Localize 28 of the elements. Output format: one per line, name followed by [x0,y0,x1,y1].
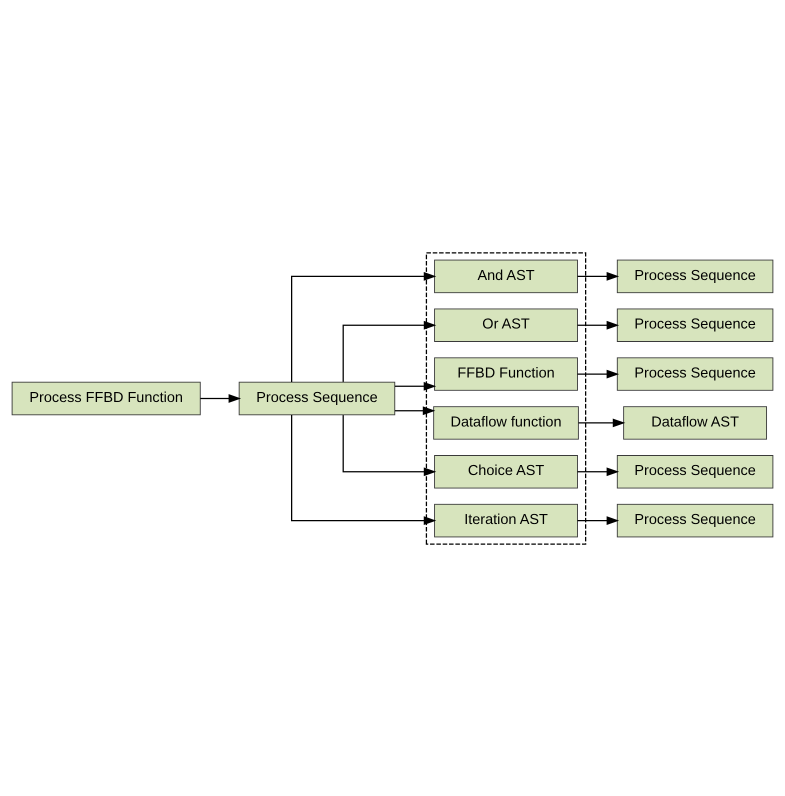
arrow [291,414,436,524]
arrow [200,394,242,402]
node-box: Process Sequence [616,503,774,537]
node-box: And AST [434,259,578,293]
arrow [578,516,620,524]
arrow [578,418,626,427]
node-box: Or AST [434,308,578,342]
node-box: Process Sequence [616,454,774,488]
arrow [394,406,436,415]
cluster [426,252,586,544]
node-box: Iteration AST [434,503,578,537]
node-box: Process Sequence [238,381,396,415]
arrow [578,320,620,330]
arrow [291,272,436,382]
arrow [578,466,620,476]
node-box: Process Sequence [616,356,774,390]
node-box: FFBD Function [434,356,578,390]
arrow [394,381,436,390]
arrow [342,320,436,382]
node-box: Choice AST [434,454,578,488]
arrow [578,272,620,280]
node-box: Process Sequence [616,259,774,293]
node-box: Process Sequence [616,308,774,342]
arrow [342,414,436,476]
node-box: Dataflow function [433,406,579,440]
node-box: Process FFBD Function [12,381,201,415]
arrow [578,369,620,378]
node-box: Dataflow AST [623,406,768,440]
